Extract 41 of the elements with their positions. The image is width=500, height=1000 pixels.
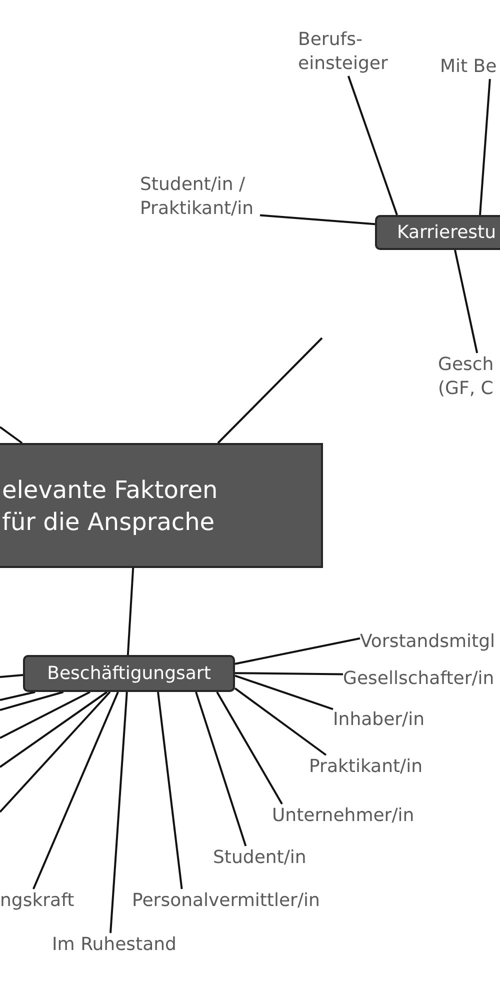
connector-line [347,76,398,216]
connector-line [454,250,478,354]
subtopic-label: Karrierestu [397,220,496,244]
branch-label: Vorstandsmitgl [360,630,496,654]
subtopic-box [375,215,500,250]
connector-line [234,674,334,710]
branch-label: Unternehmer/in [272,804,414,828]
branch-label: Gesellschafter/in [343,667,494,691]
connector-line [195,692,247,846]
connector-line [217,337,323,444]
branch-label: Student/in [213,846,306,870]
branch-label: Praktikant/in [309,755,423,779]
connector-line [157,692,183,890]
connector-line [0,691,90,739]
connector-line [0,691,108,768]
branch-label: Gesch (GF, C [438,353,500,401]
connector-line [234,637,360,665]
connector-line [110,692,128,934]
connector-line [126,568,134,656]
branch-label: Mit Be [440,55,497,79]
branch-label: Personalvermittler/in [132,889,320,913]
branch-label: Inhaber/in [333,708,425,732]
connector-line [0,691,64,711]
branch-label: Student/in / Praktikant/in [140,173,260,221]
connector-line [0,691,36,701]
connector-line [0,426,23,444]
subtopic-box [23,655,235,692]
connector-line [216,692,283,804]
branch-label: ngskraft [0,889,74,913]
central-topic-box [0,443,323,568]
connector-line [260,214,376,226]
connector-line [0,691,111,813]
connector-line [32,692,119,890]
connector-line [479,78,491,216]
subtopic-label: Beschäftigungsart [47,662,211,686]
connector-line [234,672,344,676]
central-topic-label: elevante Faktoren für die Ansprache [2,474,219,538]
connector-line [234,688,327,756]
connector-line [0,674,24,678]
branch-label: Berufs- einsteiger [298,28,393,76]
branch-label: Im Ruhestand [52,933,176,957]
